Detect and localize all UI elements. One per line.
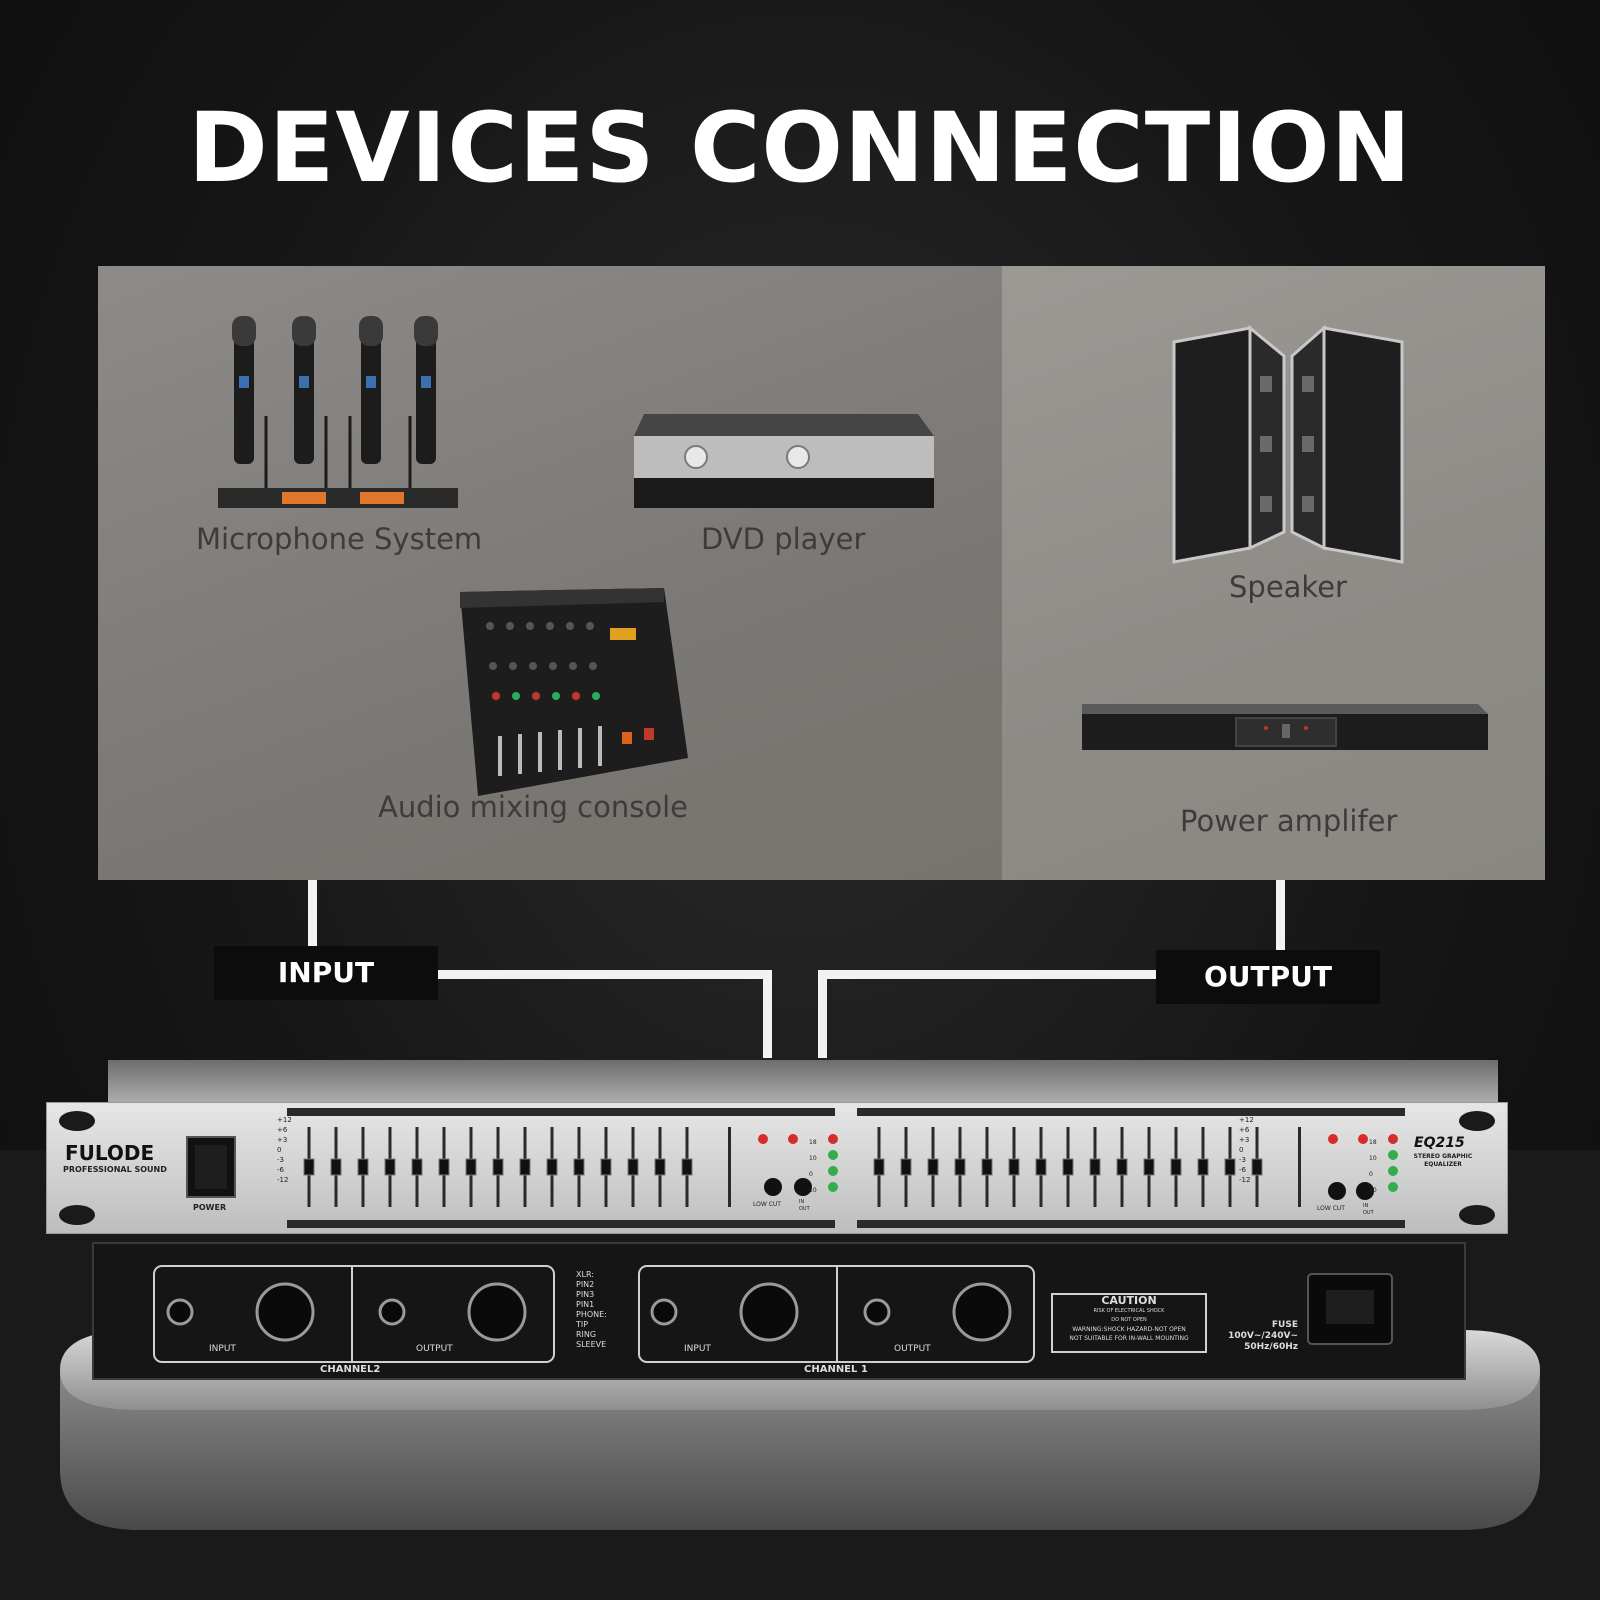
channel2-slider-knob[interactable] bbox=[1062, 1158, 1074, 1176]
input-wire-drop bbox=[763, 970, 772, 1058]
channel2-slider-knob[interactable] bbox=[900, 1158, 912, 1176]
caution-label: CAUTION RISK OF ELECTRICAL SHOCK DO NOT … bbox=[1069, 1294, 1189, 1342]
output-devices-panel: Speaker Power amplifer bbox=[1002, 266, 1545, 880]
microphone-system-label: Microphone System bbox=[196, 522, 483, 556]
brand-sub-label: PROFESSIONAL SOUND bbox=[63, 1165, 167, 1174]
channel1-sliders bbox=[303, 1127, 731, 1207]
channel1-lowcut-label: LOW CUT bbox=[753, 1201, 781, 1208]
rear-ch1-output-label: OUTPUT bbox=[894, 1344, 931, 1354]
model-sub-label: STEREO GRAPHIC EQUALIZER bbox=[1413, 1153, 1473, 1168]
channel2-slider-knob[interactable] bbox=[1143, 1158, 1155, 1176]
dvd-player-icon bbox=[634, 414, 934, 508]
channel1-level-track bbox=[728, 1127, 731, 1207]
input-wire-horizontal bbox=[436, 970, 772, 979]
mixing-console-label: Audio mixing console bbox=[378, 790, 688, 824]
power-amplifier-icon bbox=[1082, 704, 1488, 750]
mixing-console-icon bbox=[460, 588, 688, 796]
model-label: EQ215 bbox=[1414, 1135, 1465, 1151]
channel2-slider-knob[interactable] bbox=[1035, 1158, 1047, 1176]
input-tag: INPUT bbox=[214, 946, 438, 1000]
channel1-slider-knob[interactable] bbox=[654, 1158, 666, 1176]
rear-ch2-input-label: INPUT bbox=[209, 1344, 236, 1354]
channel1-slider-knob[interactable] bbox=[411, 1158, 423, 1176]
channel2-slider-knob[interactable] bbox=[954, 1158, 966, 1176]
channel2-slider-knob[interactable] bbox=[1224, 1158, 1236, 1176]
speaker-label: Speaker bbox=[1229, 570, 1347, 604]
rear-channel1-label: CHANNEL 1 bbox=[804, 1364, 868, 1375]
xlr-pinout: XLR: PIN2 PIN3 PIN1 PHONE: TIP RING SLEE… bbox=[576, 1270, 607, 1349]
microphone-system-icon bbox=[218, 316, 458, 508]
channel1-slider-knob[interactable] bbox=[330, 1158, 342, 1176]
power-switch[interactable] bbox=[187, 1137, 235, 1197]
speaker-icon bbox=[1172, 324, 1404, 564]
channel1-slider-knob[interactable] bbox=[546, 1158, 558, 1176]
channel1-slider-knob[interactable] bbox=[600, 1158, 612, 1176]
power-rating-label: FUSE 100V~/240V~ 50Hz/60Hz bbox=[1228, 1320, 1298, 1352]
equalizer-front-panel: FULODE PROFESSIONAL SOUND POWER EQ215 ST… bbox=[46, 1102, 1508, 1234]
output-tag: OUTPUT bbox=[1156, 950, 1380, 1004]
channel2-slider-knob[interactable] bbox=[1251, 1158, 1263, 1176]
channel2-slider-knob[interactable] bbox=[1008, 1158, 1020, 1176]
channel2-slider-knob[interactable] bbox=[1089, 1158, 1101, 1176]
brand-label: FULODE bbox=[65, 1141, 155, 1165]
rear-panel-illustration bbox=[153, 1265, 1393, 1363]
output-devices-illustration bbox=[1082, 324, 1488, 750]
channel1-slider-knob[interactable] bbox=[681, 1158, 693, 1176]
power-amplifier-label: Power amplifer bbox=[1180, 804, 1398, 838]
channel1-slider-knob[interactable] bbox=[465, 1158, 477, 1176]
rear-ch2-output-label: OUTPUT bbox=[416, 1344, 453, 1354]
channel1-slider-knob[interactable] bbox=[492, 1158, 504, 1176]
input-devices-illustration bbox=[218, 316, 934, 796]
page-title: DEVICES CONNECTION bbox=[188, 92, 1412, 204]
channel2-slider-knob[interactable] bbox=[1116, 1158, 1128, 1176]
front-panel-illustration bbox=[59, 1108, 1495, 1228]
channel2-slider-knob[interactable] bbox=[981, 1158, 993, 1176]
output-wire-vertical bbox=[1276, 880, 1285, 956]
output-wire-horizontal bbox=[818, 970, 1158, 979]
power-label: POWER bbox=[193, 1203, 227, 1212]
input-devices-panel: Microphone System DVD player Audio mixin… bbox=[98, 266, 1002, 880]
channel1-slider-knob[interactable] bbox=[627, 1158, 639, 1176]
channel1-slider-knob[interactable] bbox=[573, 1158, 585, 1176]
channel1-slider-knob[interactable] bbox=[519, 1158, 531, 1176]
channel2-lowcut-label: LOW CUT bbox=[1317, 1205, 1345, 1212]
rear-ch1-input-label: INPUT bbox=[684, 1344, 711, 1354]
channel2-slider-knob[interactable] bbox=[873, 1158, 885, 1176]
channel1-slider-knob[interactable] bbox=[303, 1158, 315, 1176]
equalizer-top-cover bbox=[108, 1060, 1498, 1104]
dvd-player-label: DVD player bbox=[701, 522, 866, 556]
input-wire-vertical bbox=[308, 880, 317, 952]
rear-channel2-label: CHANNEL2 bbox=[320, 1364, 381, 1375]
channel2-slider-knob[interactable] bbox=[927, 1158, 939, 1176]
output-wire-drop bbox=[818, 970, 827, 1058]
channel2-slider-knob[interactable] bbox=[1170, 1158, 1182, 1176]
channel2-level-track bbox=[1298, 1127, 1301, 1207]
channel2-slider-knob[interactable] bbox=[1197, 1158, 1209, 1176]
channel1-slider-knob[interactable] bbox=[438, 1158, 450, 1176]
channel1-slider-knob[interactable] bbox=[384, 1158, 396, 1176]
channel1-slider-knob[interactable] bbox=[357, 1158, 369, 1176]
equalizer-rear-panel: INPUT OUTPUT CHANNEL2 INPUT OUTPUT CHANN… bbox=[92, 1242, 1466, 1380]
channel2-sliders bbox=[873, 1127, 1301, 1207]
